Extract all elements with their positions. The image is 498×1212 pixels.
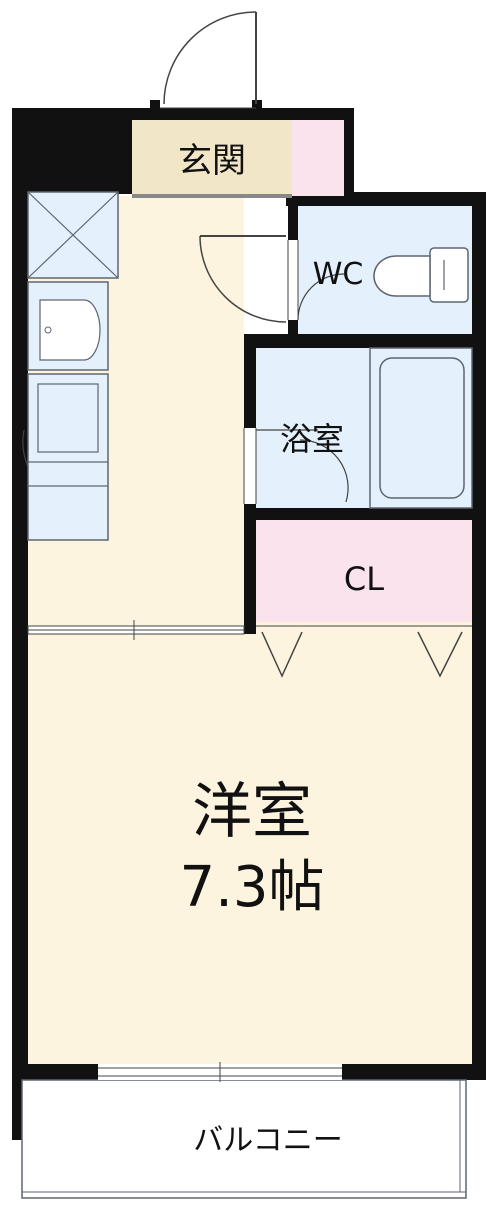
wall-bath-bottom [244,508,486,520]
western-room-size: 7.3帖 [179,855,324,920]
bath-door-opening [244,428,256,504]
entrance-label: 玄関 [178,141,246,181]
wall-wc-bottom [244,334,486,348]
shoe-cabinet [292,120,344,196]
entrance-door [150,11,262,112]
wall-left [12,108,28,1138]
western-room-label: 洋室 [192,777,312,847]
kitchen-fixtures [27,191,119,541]
balcony-window [98,1062,342,1082]
hallway-floor [110,196,244,628]
closet-doors [256,622,472,678]
bathtub [369,347,473,509]
closet-label: CL [344,560,384,598]
wall-entrance-left [110,120,132,194]
pillar-top-left [12,108,110,192]
door-openings [243,240,299,504]
toilet [373,247,469,303]
wc-door-swing [297,273,345,321]
closet-floor [256,520,472,622]
sliding-partition [27,620,245,640]
wall-entrance-step [132,194,292,198]
balcony-label: バルコニー [193,1123,342,1158]
balcony [21,1079,467,1199]
hallway-door [199,235,287,323]
wc-door-opening [288,240,298,320]
entrance-floor [132,120,292,196]
western-room-floor [28,634,472,1064]
wall-right [472,192,486,1080]
wall-right-upper [344,108,354,196]
bath-label: 浴室 [280,420,344,458]
wc-label: WC [313,257,364,292]
